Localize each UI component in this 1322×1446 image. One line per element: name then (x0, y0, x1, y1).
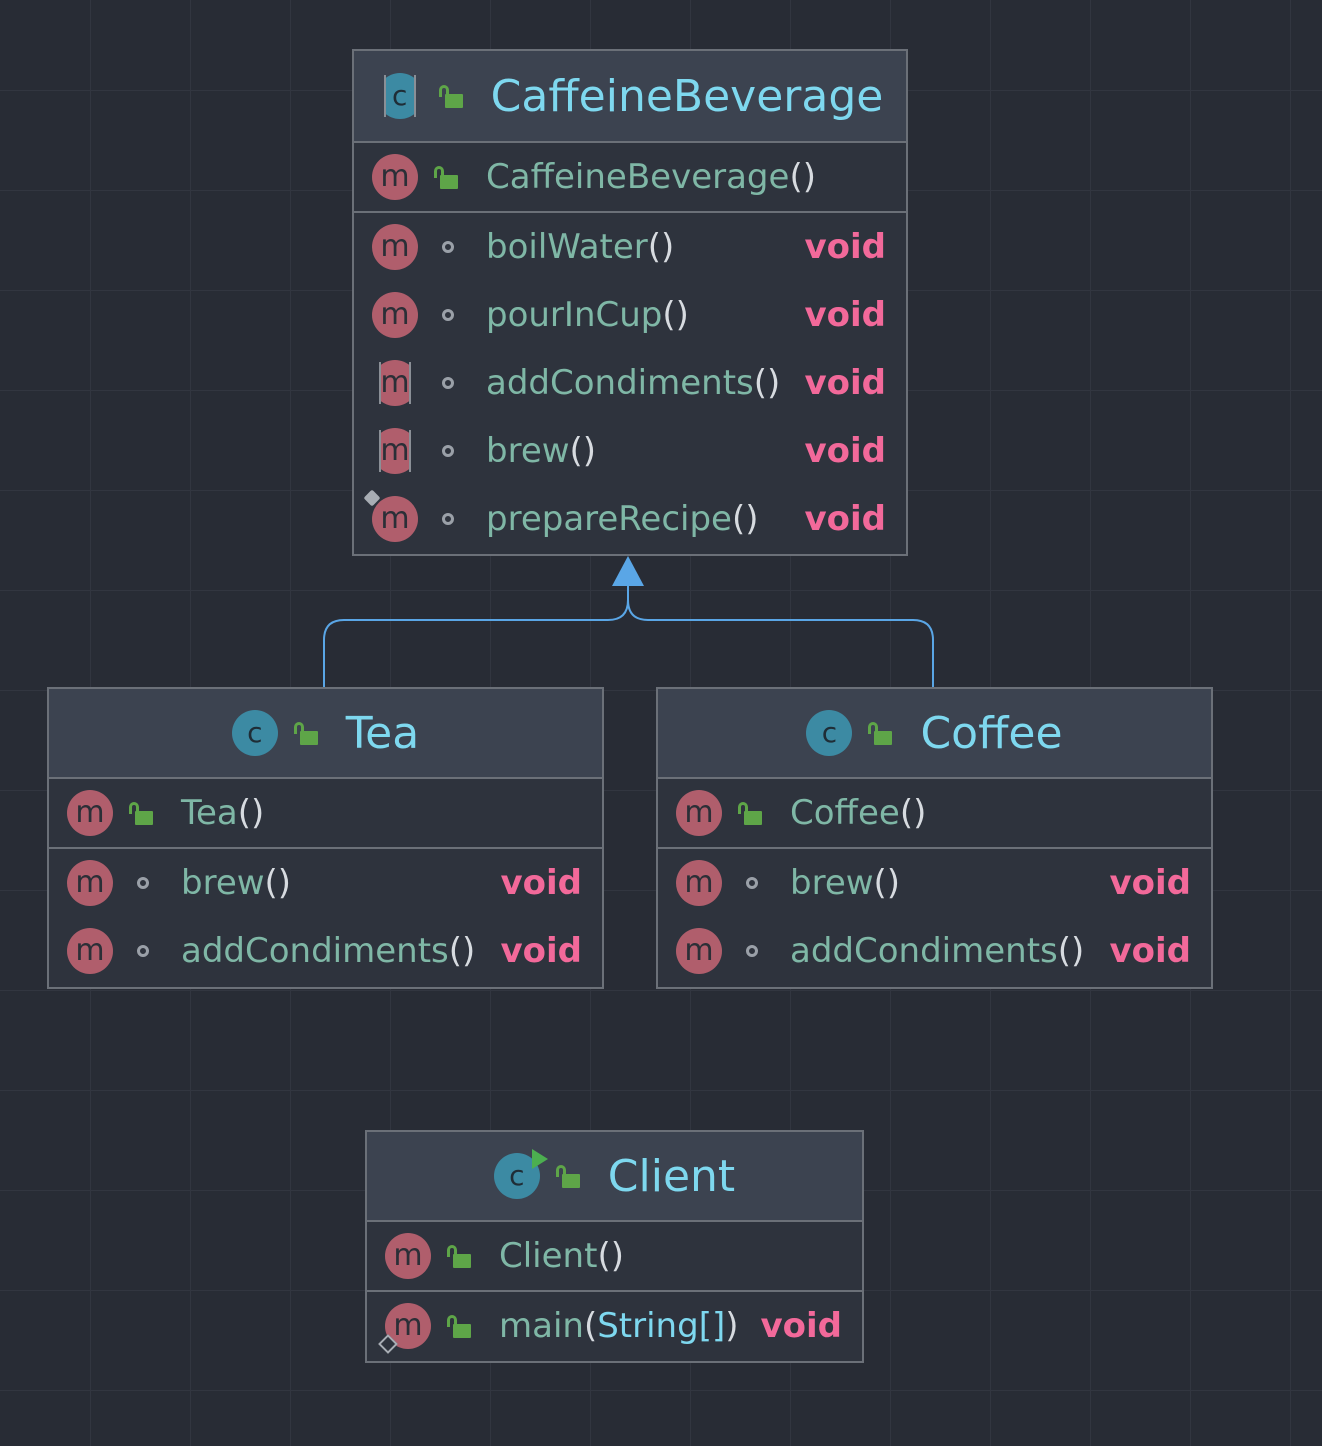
method-icon: m (67, 860, 113, 906)
coffee-inheritance-line (627, 599, 934, 688)
package-private-icon (432, 438, 464, 464)
class-header: c Client (367, 1132, 862, 1222)
constructor-row[interactable]: m Coffee() (658, 779, 1211, 847)
public-lock-icon (866, 720, 898, 746)
return-type: void (804, 363, 886, 403)
method-row[interactable]: m prepareRecipe() void (354, 485, 906, 553)
class-caffeine-beverage[interactable]: c CaffeineBeverage m CaffeineBeverage() … (352, 49, 908, 556)
methods-section: m boilWater() void m pourInCup() void m … (354, 213, 906, 553)
package-private-icon (127, 938, 159, 964)
return-type: void (804, 295, 886, 335)
class-tea[interactable]: c Tea m Tea() m brew() void m addCondime… (47, 687, 604, 989)
method-row[interactable]: m addCondiments() void (354, 349, 906, 417)
class-name: Coffee (920, 707, 1063, 759)
method-icon: m (372, 224, 418, 270)
public-lock-icon (292, 720, 324, 746)
method-signature: pourInCup() (486, 295, 689, 335)
inheritance-arrowhead (612, 556, 644, 586)
return-type: void (500, 931, 582, 971)
abstract-class-icon: c (374, 73, 425, 119)
method-icon: m (67, 928, 113, 974)
class-name: Tea (345, 707, 420, 759)
package-private-icon (736, 870, 768, 896)
method-signature: boilWater() (486, 227, 675, 267)
tea-inheritance-line (323, 580, 629, 688)
class-header: c Tea (49, 689, 602, 779)
method-row[interactable]: m addCondiments() void (49, 917, 602, 985)
class-icon: c (231, 710, 278, 756)
abstract-method-icon: m (370, 360, 420, 406)
method-signature: brew() (790, 863, 901, 903)
method-icon: m (372, 292, 418, 338)
class-client[interactable]: c Client m Client() m main(String[]) voi… (365, 1130, 864, 1363)
class-header: c Coffee (658, 689, 1211, 779)
package-private-icon (127, 870, 159, 896)
method-signature: addCondiments() (486, 363, 781, 403)
methods-section: m brew() void m addCondiments() void (49, 849, 602, 985)
return-type: void (804, 499, 886, 539)
return-type: void (804, 431, 886, 471)
package-private-icon (432, 506, 464, 532)
method-row[interactable]: m addCondiments() void (658, 917, 1211, 985)
methods-section: m brew() void m addCondiments() void (658, 849, 1211, 985)
return-type: void (1109, 931, 1191, 971)
method-signature: Client() (499, 1236, 624, 1276)
package-private-icon (432, 370, 464, 396)
method-signature: addCondiments() (790, 931, 1085, 971)
constructor-row[interactable]: m Client() (367, 1222, 862, 1290)
method-row[interactable]: m brew() void (354, 417, 906, 485)
class-name: Client (607, 1150, 736, 1202)
public-lock-icon (437, 83, 469, 109)
static-method-icon: m (378, 1303, 431, 1354)
public-lock-icon (736, 800, 768, 826)
method-signature: CaffeineBeverage() (486, 157, 816, 197)
constructors-section: m Client() (367, 1222, 862, 1292)
public-lock-icon (445, 1313, 477, 1339)
method-row[interactable]: m brew() void (658, 849, 1211, 917)
method-signature: brew() (181, 863, 292, 903)
final-method-icon: m (363, 489, 418, 542)
methods-section: m main(String[]) void (367, 1292, 862, 1360)
method-row[interactable]: m main(String[]) void (367, 1292, 862, 1360)
method-row[interactable]: m brew() void (49, 849, 602, 917)
method-icon: m (676, 790, 722, 836)
public-lock-icon (432, 164, 464, 190)
public-lock-icon (554, 1163, 586, 1189)
method-row[interactable]: m boilWater() void (354, 213, 906, 281)
package-private-icon (736, 938, 768, 964)
method-icon: m (676, 860, 722, 906)
class-icon: c (806, 710, 853, 756)
method-signature: addCondiments() (181, 931, 476, 971)
class-header: c CaffeineBeverage (354, 51, 906, 143)
method-icon: m (67, 790, 113, 836)
method-signature: prepareRecipe() (486, 499, 759, 539)
method-icon: m (676, 928, 722, 974)
class-coffee[interactable]: c Coffee m Coffee() m brew() void m addC… (656, 687, 1213, 989)
return-type: void (1109, 863, 1191, 903)
constructor-row[interactable]: m CaffeineBeverage() (354, 143, 906, 211)
method-icon: m (385, 1233, 431, 1279)
method-signature: brew() (486, 431, 597, 471)
return-type: void (804, 227, 886, 267)
runnable-class-icon: c (493, 1149, 548, 1199)
method-row[interactable]: m pourInCup() void (354, 281, 906, 349)
package-private-icon (432, 302, 464, 328)
return-type: void (760, 1306, 842, 1346)
abstract-method-icon: m (370, 428, 420, 474)
class-name: CaffeineBeverage (490, 70, 884, 122)
public-lock-icon (445, 1243, 477, 1269)
constructors-section: m CaffeineBeverage() (354, 143, 906, 213)
method-signature: Tea() (181, 793, 265, 833)
method-signature: main(String[]) (499, 1306, 739, 1346)
constructor-row[interactable]: m Tea() (49, 779, 602, 847)
constructors-section: m Coffee() (658, 779, 1211, 849)
method-signature: Coffee() (790, 793, 927, 833)
package-private-icon (432, 234, 464, 260)
public-lock-icon (127, 800, 159, 826)
method-icon: m (372, 154, 418, 200)
return-type: void (500, 863, 582, 903)
constructors-section: m Tea() (49, 779, 602, 849)
